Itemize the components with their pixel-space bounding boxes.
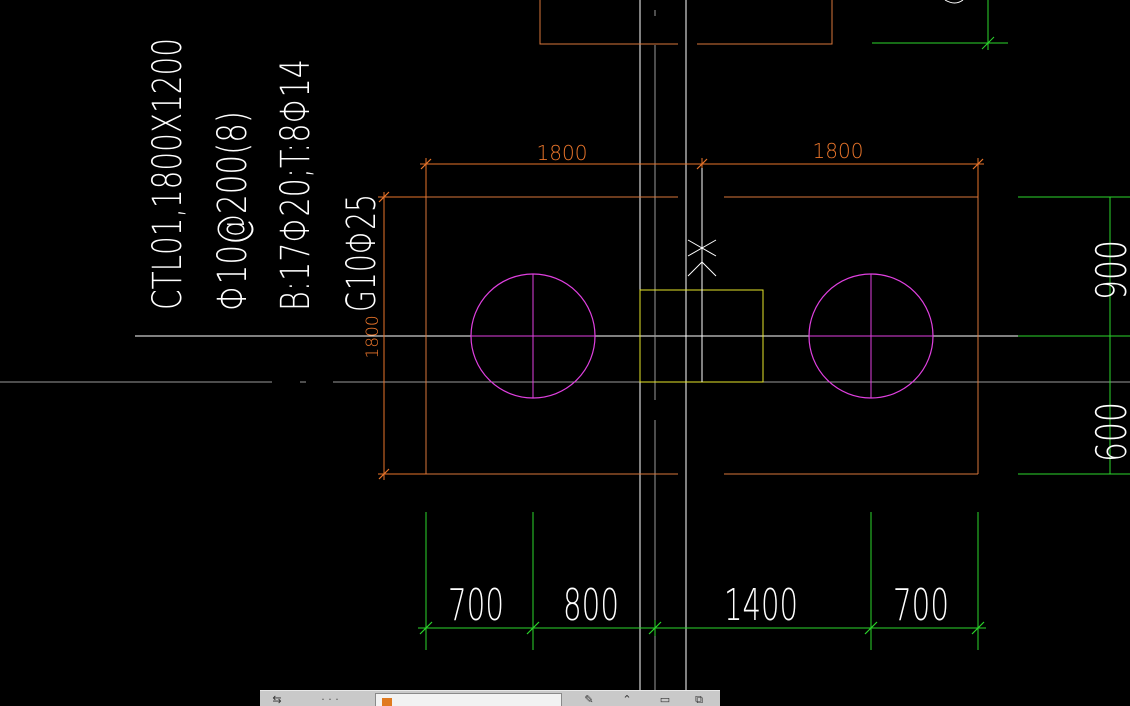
stirrup-label: Φ10@200(8) (210, 111, 256, 311)
bottom-dimension-lines (418, 512, 986, 650)
right-dim-label-600: 600 (1087, 402, 1130, 462)
bottom-toolbar: ⇆ · · · ✎ ⌃ ▭ ⧉ (260, 690, 720, 706)
pile-cap-outline (425, 196, 979, 475)
top-dim-label-right: 1800 (813, 139, 864, 163)
layout-tab-active[interactable] (375, 693, 562, 706)
page-icon[interactable]: ▭ (659, 693, 671, 706)
bottom-dim-label-700-left: 700 (448, 580, 504, 631)
insert-point-marker (687, 160, 717, 382)
side-bar-label: G10Φ25 (339, 194, 385, 312)
reinforcement-label: B:17Φ20;T:8Φ14 (273, 59, 319, 311)
pile-cap-name-label: CTL01,1800X1200 (145, 38, 191, 310)
bottom-dim-label-800: 800 (563, 580, 619, 631)
vertical-axis-lines (639, 0, 687, 705)
layout-tab[interactable]: · · · (321, 693, 339, 706)
right-dim-label-900: 900 (1087, 240, 1130, 300)
copy-icon[interactable]: ⧉ (695, 693, 703, 706)
pile-right (808, 273, 934, 399)
bottom-dim-label-1400: 1400 (724, 580, 798, 631)
draw-order-icon[interactable]: ⇆ (272, 693, 282, 706)
right-dimension-lines (1018, 196, 1130, 475)
top-dim-label-left: 1800 (537, 141, 588, 165)
top-dimension-lines (420, 158, 984, 197)
left-dim-label: 1800 (363, 315, 383, 358)
pile-left (470, 273, 596, 399)
bottom-dim-label-700-right: 700 (893, 580, 949, 631)
top-partial-elements (539, 0, 1008, 50)
left-dimension-line (378, 191, 426, 480)
up-arrow-icon[interactable]: ⌃ (622, 693, 632, 706)
layout-tab-icon (382, 698, 392, 706)
pen-icon[interactable]: ✎ (584, 693, 594, 706)
